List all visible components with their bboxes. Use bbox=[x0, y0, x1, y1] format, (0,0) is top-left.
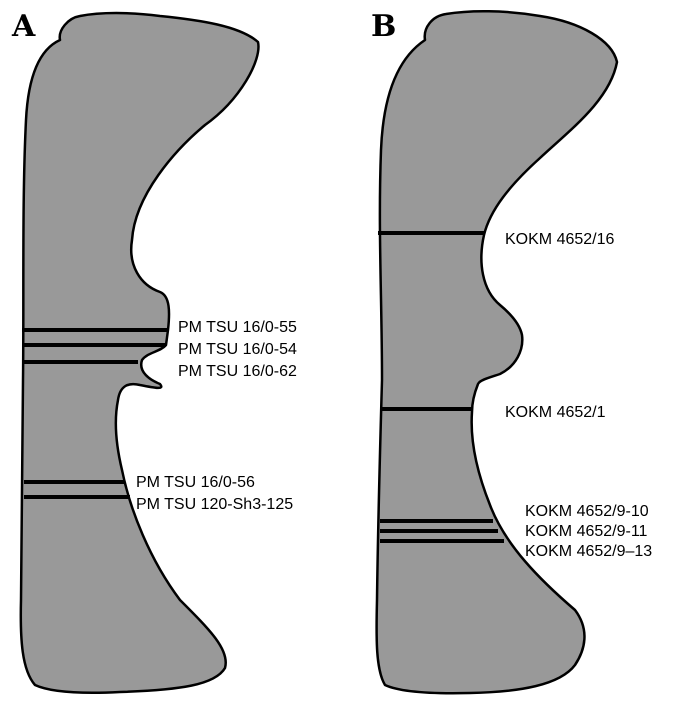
specimen-label: KOKM 4652/16 bbox=[505, 231, 615, 248]
specimen-label: KOKM 4652/9-11 bbox=[525, 523, 648, 540]
panel-b-bone-outline bbox=[377, 11, 617, 693]
specimen-label: PM TSU 16/0-54 bbox=[178, 341, 297, 358]
panel-a-letter: A bbox=[11, 9, 36, 44]
panel-a: A PM TSU 16/0-55 PM TSU 16/0-54 PM TSU 1… bbox=[11, 9, 297, 693]
specimen-label: PM TSU 16/0-62 bbox=[178, 363, 297, 380]
specimen-label: PM TSU 16/0-56 bbox=[136, 474, 255, 491]
panel-b-letter: B bbox=[371, 9, 396, 44]
specimen-label: KOKM 4652/9-10 bbox=[525, 503, 649, 520]
specimen-label: PM TSU 16/0-55 bbox=[178, 319, 297, 336]
specimen-label: PM TSU 120-Sh3-125 bbox=[136, 496, 293, 513]
specimen-label: KOKM 4652/1 bbox=[505, 404, 606, 421]
specimen-label: KOKM 4652/9–13 bbox=[525, 543, 652, 560]
panel-b: B KOKM 4652/16 KOKM 4652/1 KOKM 4652/9-1… bbox=[371, 9, 652, 693]
